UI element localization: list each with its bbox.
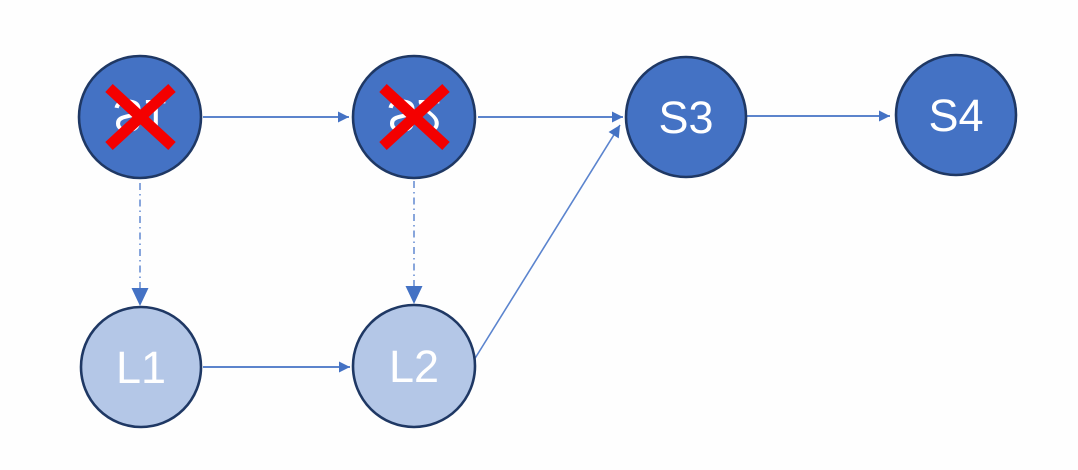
node-s4-shape <box>894 53 1018 177</box>
edge-l2-s3 <box>473 124 621 361</box>
edge-s2-l2 <box>405 181 423 304</box>
node-s2[interactable]: S2 <box>351 54 477 180</box>
node-l1-shape <box>79 305 203 429</box>
edge-s2-l2-arrowhead-icon <box>405 286 423 304</box>
cross-out-icon <box>105 83 176 151</box>
edge-s1-l1-arrowhead-icon <box>131 288 149 306</box>
node-l2-label: L2 <box>389 341 439 392</box>
cross-out-icon <box>379 83 450 151</box>
node-s4-label: S4 <box>928 90 983 141</box>
node-l2-shape <box>351 303 477 429</box>
node-l1[interactable]: L1 <box>79 305 203 429</box>
node-s3-label: S3 <box>658 92 713 143</box>
node-s3-shape <box>624 55 748 179</box>
edge-l2-s3-line <box>473 124 621 361</box>
edge-s1-l1 <box>131 183 149 306</box>
node-s1[interactable]: S1 <box>77 54 203 180</box>
cross-line <box>379 83 450 151</box>
node-l1-label: L1 <box>116 342 166 393</box>
node-s4[interactable]: S4 <box>894 53 1018 177</box>
cross-line <box>105 83 176 151</box>
node-l2[interactable]: L2 <box>351 303 477 429</box>
node-s3[interactable]: S3 <box>624 55 748 179</box>
